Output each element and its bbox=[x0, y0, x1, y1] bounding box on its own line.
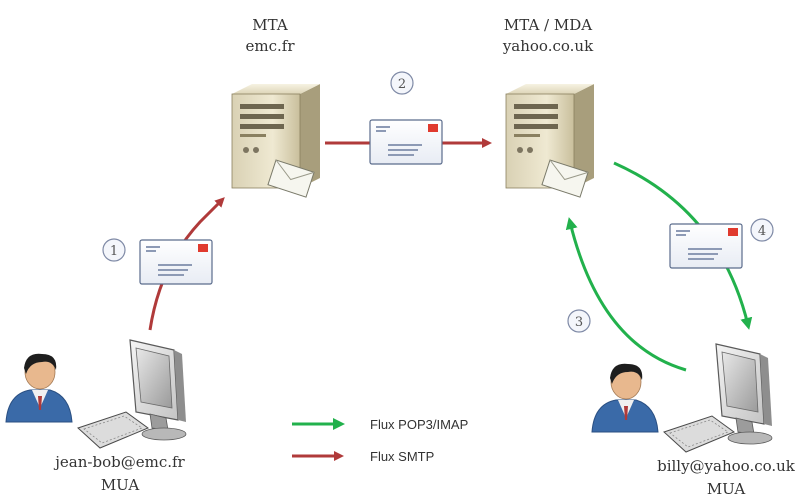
mta-server-icon bbox=[231, 83, 321, 198]
svg-text:3: 3 bbox=[575, 315, 583, 330]
sender-computer-icon bbox=[77, 339, 187, 449]
mda-subtitle: yahoo.co.uk bbox=[502, 37, 594, 55]
recipient-computer-icon bbox=[663, 343, 773, 453]
svg-text:2: 2 bbox=[398, 77, 406, 92]
mta-title: MTA bbox=[252, 16, 288, 34]
legend-label-pop3: Flux POP3/IMAP bbox=[370, 417, 468, 432]
step-badge-2: 2 bbox=[390, 71, 414, 95]
envelope-icon-step-4 bbox=[669, 223, 743, 269]
recipient-person-icon bbox=[591, 363, 659, 433]
pop3-arrow-recipient-to-mda bbox=[565, 217, 687, 372]
step-badge-4: 4 bbox=[750, 218, 774, 242]
recipient-role: MUA bbox=[707, 480, 746, 498]
recipient-address: billy@yahoo.co.uk bbox=[657, 457, 796, 475]
svg-text:1: 1 bbox=[110, 244, 118, 259]
mda-title: MTA / MDA bbox=[504, 16, 592, 34]
sender-address: jean-bob@emc.fr bbox=[53, 453, 185, 471]
sender-person-icon bbox=[5, 353, 73, 423]
step-badge-3: 3 bbox=[567, 309, 591, 333]
envelope-icon-step-2 bbox=[369, 119, 443, 165]
envelope-icon-step-1 bbox=[139, 239, 213, 285]
svg-text:4: 4 bbox=[758, 224, 766, 239]
legend-label-smtp: Flux SMTP bbox=[370, 449, 434, 464]
sender-role: MUA bbox=[101, 476, 140, 494]
mta-subtitle: emc.fr bbox=[246, 37, 296, 55]
step-badge-1: 1 bbox=[102, 238, 126, 262]
legend: Flux POP3/IMAP Flux SMTP bbox=[292, 417, 468, 464]
mda-server-icon bbox=[505, 83, 595, 198]
